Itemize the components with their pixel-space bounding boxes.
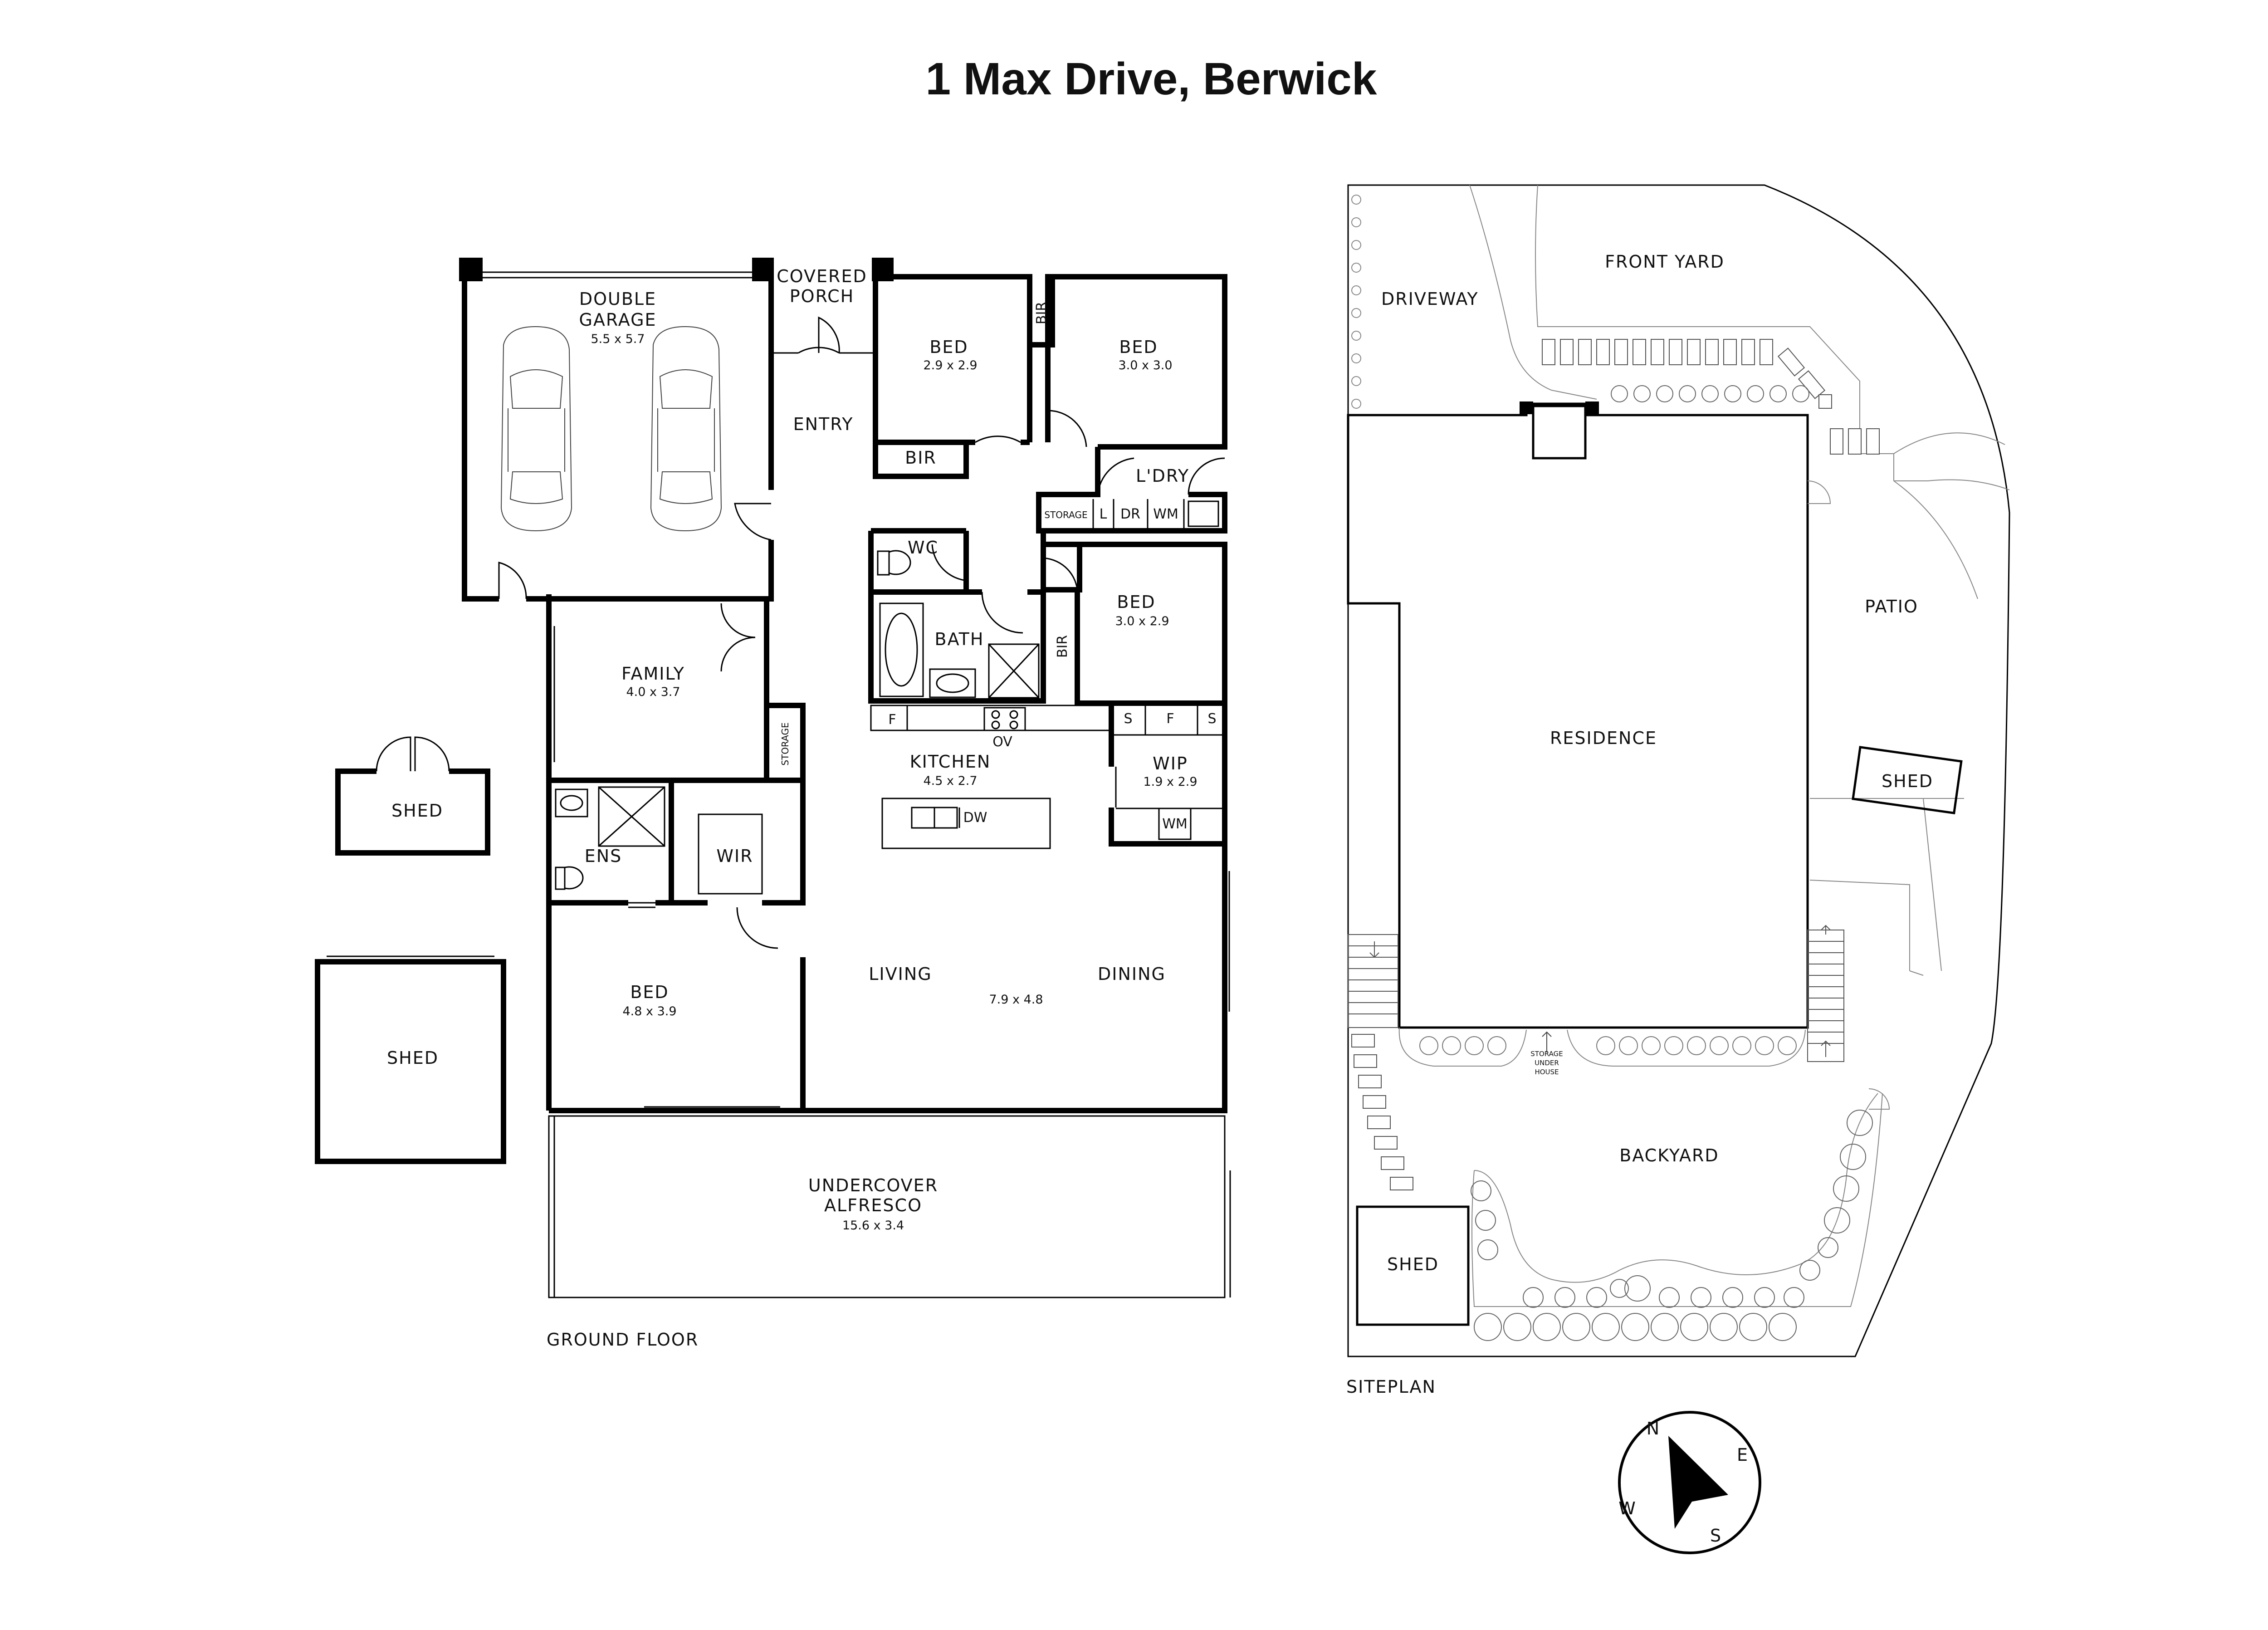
backyard-shed-label: SHED (1387, 1254, 1439, 1274)
compass-n: N (1647, 1419, 1660, 1439)
compass-s: S (1710, 1526, 1722, 1546)
ensuite-label: ENS (585, 846, 622, 866)
laundry-dr-label: DR (1120, 506, 1140, 522)
shed-large: SHED (315, 955, 506, 1164)
master-bed-living: BED 4.8 x 3.9 LIVING DINING 7.9 x 4.8 (549, 844, 1230, 1113)
stepping-stones (1351, 1034, 1413, 1190)
kitchen-dim: 4.5 x 2.7 (923, 774, 977, 788)
bed1-dim: 2.9 x 2.9 (923, 358, 977, 372)
kitchen-oven-label: OV (992, 734, 1012, 750)
bath-label: BATH (935, 629, 984, 649)
laundry-storage-label: STORAGE (1044, 509, 1087, 520)
bir-bed3-label: BIR (1055, 635, 1070, 658)
family-label: FAMILY (621, 664, 685, 684)
east-shed-label: SHED (1882, 771, 1933, 791)
east-shed: SHED (1852, 746, 1963, 814)
ensuite-wir: ENS WIR (546, 780, 806, 908)
patio-label: PATIO (1865, 597, 1918, 617)
kitchen: F OV DW KITCHEN 4.5 x 2.7 (870, 705, 1112, 849)
alfresco-label-2: ALFRESCO (824, 1195, 922, 1215)
master-bed-label: BED (630, 982, 669, 1002)
page-title: 1 Max Drive, Berwick (926, 54, 1377, 104)
wir-label: WIR (716, 846, 753, 866)
bed1-label: BED (929, 337, 968, 357)
residence: RESIDENCE (1347, 401, 1831, 1029)
car-icon-left (500, 326, 572, 532)
bed3-dim: 3.0 x 2.9 (1115, 614, 1169, 628)
garage-dim: 5.5 x 5.7 (591, 332, 645, 346)
porch-label-2: PORCH (790, 286, 854, 306)
bir-bed1-label: BIR (905, 448, 937, 468)
residence-label: RESIDENCE (1550, 728, 1657, 748)
porch-label-1: COVERED (777, 266, 867, 286)
wip-s1-label: S (1124, 711, 1132, 727)
walk-in-pantry: S F S WM WIP 1.9 x 2.9 (1109, 700, 1227, 847)
wip-dim: 1.9 x 2.9 (1143, 775, 1197, 789)
bathroom-wing: WC BATH BED 3.0 x 2.9 BIR (868, 528, 1227, 706)
entry-porch: COVERED PORCH ENTRY (774, 258, 894, 454)
compass-arrow-icon (1668, 1436, 1728, 1529)
shed-small: SHED (335, 736, 490, 856)
shed-small-label: SHED (391, 801, 443, 821)
compass-w: W (1618, 1498, 1637, 1518)
bedroom-wing: BED 2.9 x 2.9 BED 3.0 x 3.0 BIR BIR (873, 274, 1227, 479)
bed2-label: BED (1119, 337, 1158, 357)
double-garage: DOUBLE GARAGE 5.5 x 5.7 (459, 258, 774, 602)
shed-large-label: SHED (387, 1048, 439, 1068)
backyard-label: BACKYARD (1619, 1145, 1719, 1165)
wc-label: WC (908, 538, 938, 558)
compass-e: E (1737, 1445, 1749, 1465)
alfresco-label-1: UNDERCOVER (808, 1175, 938, 1195)
bed3-label: BED (1117, 592, 1155, 612)
entry-label: ENTRY (793, 414, 854, 434)
stairs-left (1348, 934, 1398, 1028)
backyard-shed (1356, 1205, 1470, 1326)
bed2-dim: 3.0 x 3.0 (1118, 358, 1172, 372)
garage-label-1: DOUBLE (579, 289, 656, 309)
car-icon-right (650, 326, 722, 532)
bir-top-label: BIR (1034, 302, 1050, 324)
wip-label: WIP (1153, 754, 1188, 773)
wip-wm-label: WM (1162, 816, 1188, 832)
storage-note-3: HOUSE (1535, 1068, 1559, 1076)
storage-note-1: STORAGE (1530, 1050, 1563, 1058)
driveway-label: DRIVEWAY (1381, 289, 1479, 309)
driveway-dots (1351, 195, 1361, 409)
family-storage-label: STORAGE (780, 722, 791, 765)
wip-s2-label: S (1207, 711, 1216, 727)
backyard-trees (1471, 1110, 1873, 1341)
master-bed-dim: 4.8 x 3.9 (622, 1004, 676, 1018)
site-plan: DRIVEWAY FRONT YARD PATIO RESIDENCE (1346, 184, 2010, 1397)
wip-f-label: F (1166, 711, 1174, 727)
garage-label-2: GARAGE (579, 310, 656, 330)
stairs-right (1807, 925, 1844, 1062)
kitchen-dw-label: DW (963, 810, 987, 826)
kitchen-fridge-label: F (888, 712, 896, 728)
ground-floor-plan: DOUBLE GARAGE 5.5 x 5.7 COVERED PORCH EN… (315, 258, 1231, 1350)
laundry-wm-label: WM (1153, 506, 1178, 522)
front-yard-label: FRONT YARD (1605, 252, 1725, 272)
front-garden-beds (1542, 339, 1880, 455)
compass: N E S W (1618, 1411, 1761, 1554)
dining-label: DINING (1098, 964, 1166, 984)
kitchen-label: KITCHEN (910, 752, 991, 772)
undercover-alfresco: UNDERCOVER ALFRESCO 15.6 x 3.4 (548, 1115, 1231, 1298)
living-dining-dim: 7.9 x 4.8 (989, 993, 1043, 1007)
alfresco-dim: 15.6 x 3.4 (842, 1219, 904, 1233)
family-dim: 4.0 x 3.7 (626, 685, 680, 699)
front-shrubs (1611, 385, 1809, 402)
laundry-label: L'DRY (1136, 466, 1189, 486)
living-label: LIVING (869, 964, 932, 984)
ground-floor-label: GROUND FLOOR (547, 1330, 699, 1350)
laundry-l-label: L (1100, 506, 1107, 522)
siteplan-label: SITEPLAN (1346, 1377, 1436, 1397)
storage-note-2: UNDER (1535, 1059, 1559, 1067)
laundry: L'DRY STORAGE L DR WM (1036, 447, 1227, 534)
